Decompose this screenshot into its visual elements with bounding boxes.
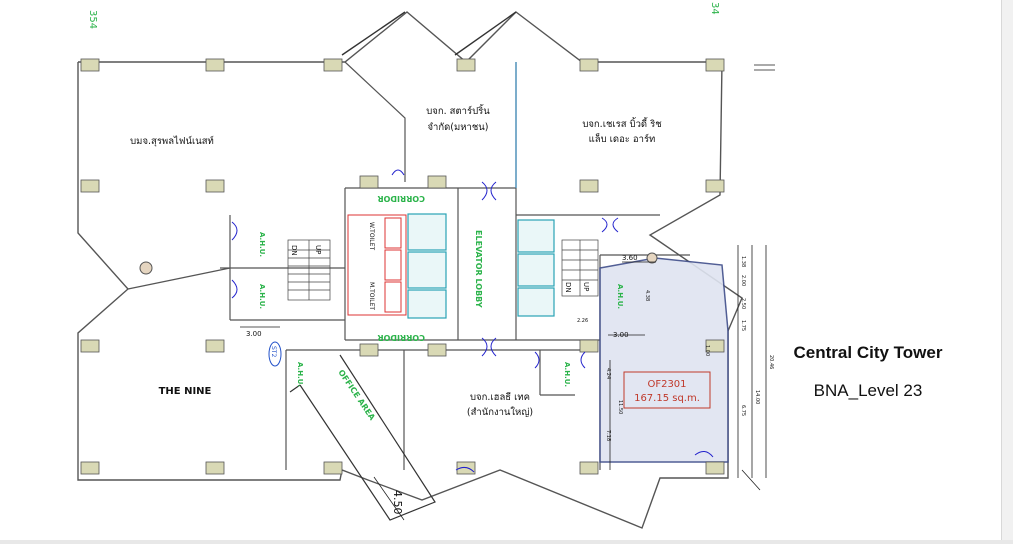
tenant-bottom-left: THE NINE — [159, 386, 212, 397]
building-level: BNA_Level 23 — [813, 381, 923, 400]
dim-675: 6.75 — [740, 405, 746, 416]
st2-tag — [268, 341, 282, 367]
ahu-label-3: A.H.U. — [616, 284, 624, 309]
ahu-label-4: A.H.U. — [296, 362, 304, 387]
page-bottom-edge — [0, 540, 1013, 544]
dim-300-right: 3.00 — [613, 331, 629, 339]
stair-dn-left: DN — [290, 245, 298, 256]
dim-1150: 11.50 — [617, 400, 623, 414]
toilet-labels: W.TOILET M.TOILET — [368, 222, 375, 310]
dim-360: 3.60 — [622, 254, 638, 262]
stair-up-left: UP — [314, 245, 322, 254]
elevators — [407, 213, 555, 319]
top-num-right: 34 — [709, 2, 720, 15]
dim-175: 1.75 — [740, 320, 746, 331]
stairs — [287, 239, 599, 301]
ahu-label-1: A.H.U. — [258, 232, 266, 257]
office-area-band — [289, 354, 436, 521]
dim-138: 1.38 — [740, 256, 746, 267]
tenant-top-right-1: บจก.เชเรส บิ้วดี้ ริช — [582, 117, 662, 130]
stair-labels: DN UP DN UP — [290, 245, 590, 293]
corridor-label-bottom: CORRIDOR — [377, 333, 425, 342]
dim-1400: 14.00 — [754, 390, 760, 404]
unit-area: 167.15 sq.m. — [634, 393, 700, 404]
dimension-labels: 3.00 3.00 3.60 4.50 4.38 4.24 7.18 11.50… — [246, 254, 774, 515]
tenant-top-left: บมจ.สุรพลไฟน์เนสท์ — [130, 135, 214, 147]
toilets — [347, 214, 407, 316]
tenant-labels: บมจ.สุรพลไฟน์เนสท์ บจก. สตาร์ปริ้น จำกัด… — [130, 104, 662, 418]
w-toilet-label: W.TOILET — [368, 222, 375, 250]
tenant-bottom-center-1: บจก.เฮลธี เทค — [470, 391, 530, 403]
ahu-label-5: A.H.U. — [563, 362, 571, 387]
unit-id: OF2301 — [647, 379, 686, 390]
door-swings — [231, 169, 714, 473]
top-num-left: 354 — [87, 10, 98, 29]
dim-300-left: 3.00 — [246, 330, 262, 338]
dim-226: 2.26 — [577, 318, 588, 324]
tenant-bottom-center-2: (สำนักงานใหญ่) — [467, 406, 533, 418]
tenant-top-right-2: แล็บ เดอะ อาร์ท — [589, 132, 656, 145]
unit-label-box[interactable] — [623, 371, 711, 409]
m-toilet-label: M.TOILET — [368, 282, 375, 310]
dim-438: 4.38 — [644, 290, 650, 301]
building-title: Central City Tower — [793, 343, 943, 362]
dim-718: 7.18 — [605, 430, 611, 441]
stair-up-right: UP — [582, 282, 590, 291]
dim-450: 4.50 — [391, 490, 404, 515]
tenant-top-center-2: จำกัด(มหาชน) — [427, 122, 488, 133]
dim-2046: 20.46 — [768, 355, 774, 369]
dimension-lines — [240, 245, 767, 521]
elevator-lobby-label: ELEVATOR LOBBY — [474, 230, 483, 308]
page-edge — [1001, 0, 1013, 544]
dim-200: 2.00 — [740, 275, 746, 286]
stair-dn-right: DN — [564, 282, 572, 293]
ahu-label-2: A.H.U. — [258, 284, 266, 309]
st2-label: ST2 — [270, 346, 277, 357]
dim-250: 2.50 — [740, 298, 746, 309]
dim-424: 4.24 — [605, 368, 611, 379]
dim-100: 1.00 — [704, 345, 710, 356]
office-area-label: OFFICE AREA — [336, 368, 377, 422]
corridor-label-top: CORRIDOR — [377, 194, 425, 203]
tenant-top-center-1: บจก. สตาร์ปริ้น — [426, 104, 490, 117]
